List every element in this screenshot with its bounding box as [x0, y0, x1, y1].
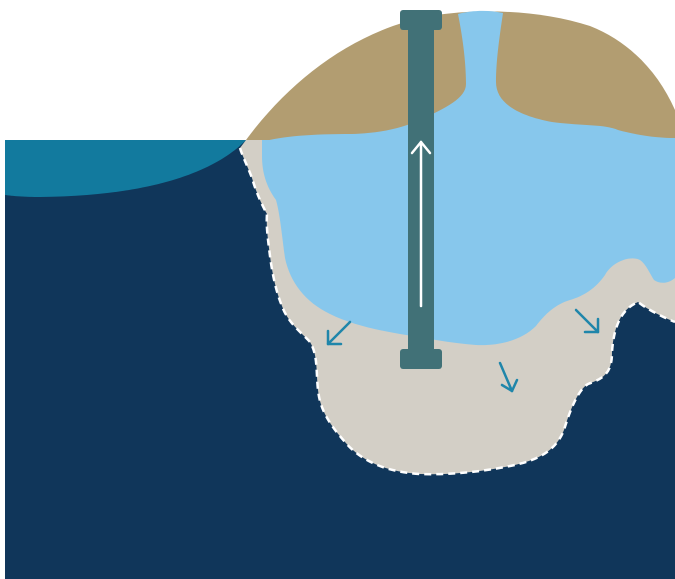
well-cap-top	[400, 10, 442, 30]
well-screen-bottom	[400, 349, 442, 369]
